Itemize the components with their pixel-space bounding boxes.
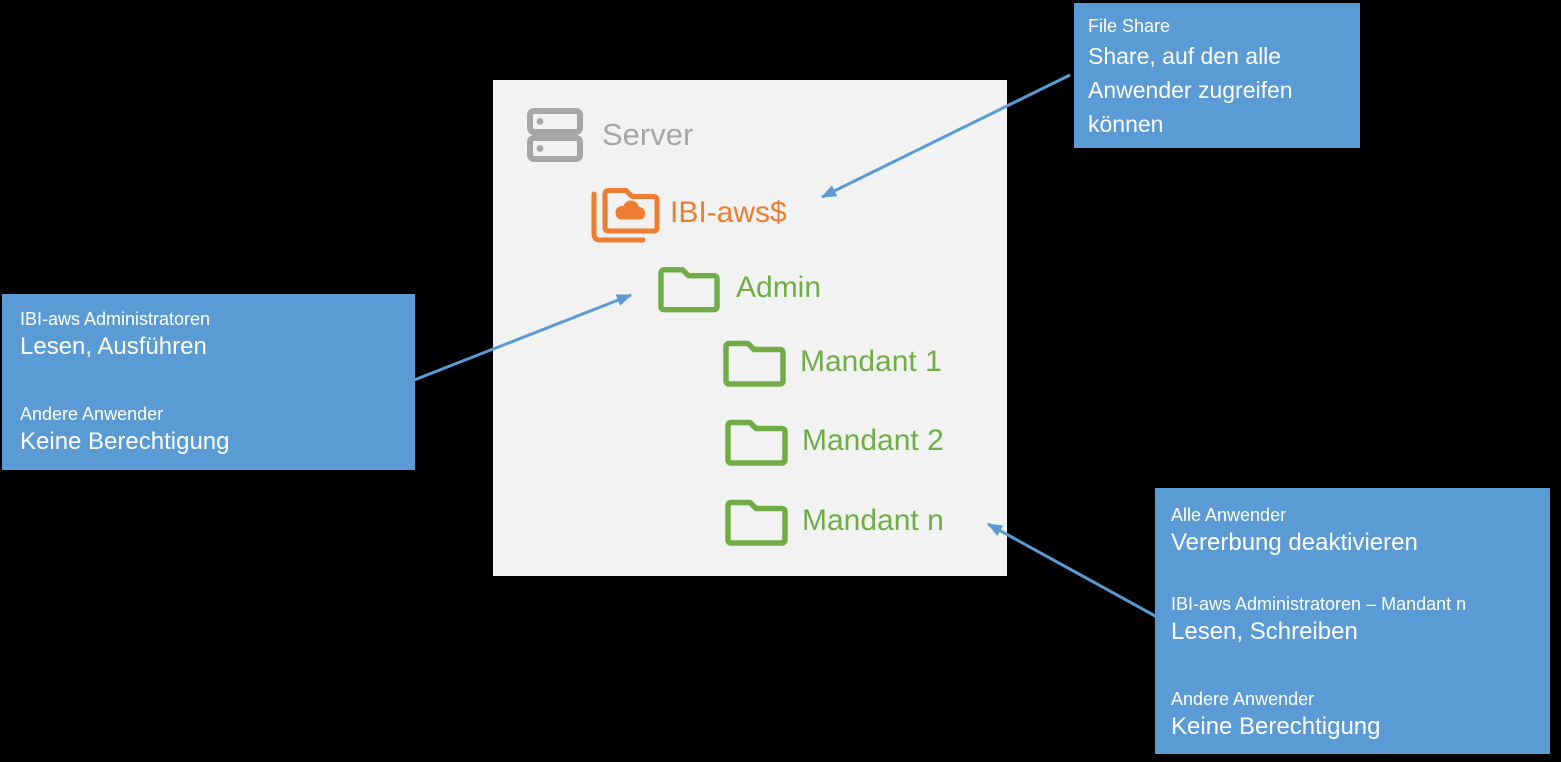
permission-group-title: Andere Anwender [1171, 689, 1315, 709]
callout-file-share-title: File Share [1088, 16, 1171, 36]
permission-group-value: Keine Berechtigung [20, 428, 230, 455]
server-panel: Server IBI-aws$ Admin [493, 80, 1007, 576]
permission-group-value: Vererbung deaktivieren [1171, 529, 1418, 556]
permission-group-value: Keine Berechtigung [1171, 713, 1381, 740]
share-label: IBI-aws$ [670, 196, 787, 229]
tree-item-mandant-2: Mandant 2 [725, 416, 944, 466]
folder-label-mandant-2: Mandant 2 [802, 424, 944, 457]
permission-group: Alle Anwender Vererbung deaktivieren [1171, 503, 1534, 558]
permission-group-title: Andere Anwender [20, 404, 164, 424]
folder-icon [723, 340, 786, 387]
server-label: Server [602, 117, 694, 152]
permission-group-title: Alle Anwender [1171, 505, 1287, 525]
callout-mandant-permissions: Alle Anwender Vererbung deaktivieren IBI… [1155, 488, 1550, 754]
tree-item-admin: Admin [658, 263, 821, 313]
tree-item-ibi-aws-share: IBI-aws$ [589, 181, 787, 245]
tree-item-mandant-1: Mandant 1 [723, 337, 942, 387]
permission-group: IBI-aws Administratoren Lesen, Ausführen [20, 307, 397, 362]
tree-item-server: Server [526, 106, 693, 164]
folder-label-admin: Admin [736, 271, 822, 304]
tree-item-mandant-n: Mandant n [725, 496, 944, 546]
folder-icon [725, 419, 788, 466]
shared-folder-cloud-icon [591, 188, 660, 243]
callout-file-share: File Share Share, auf den alle Anwender … [1074, 3, 1360, 148]
cloud-glyph [615, 200, 645, 220]
permission-group-title: IBI-aws Administratoren – Mandant n [1171, 594, 1467, 614]
arrow-mandant-permissions [987, 522, 1158, 619]
server-icon [527, 108, 583, 162]
permission-group: IBI-aws Administratoren – Mandant n Lese… [1171, 592, 1534, 647]
permission-group-title: IBI-aws Administratoren [20, 309, 211, 329]
permission-group-value: Lesen, Schreiben [1171, 618, 1358, 645]
folder-label-mandant-n: Mandant n [802, 504, 944, 537]
callout-admin-permissions: IBI-aws Administratoren Lesen, Ausführen… [2, 294, 415, 470]
permission-group: Andere Anwender Keine Berechtigung [1171, 687, 1534, 742]
permission-group: Andere Anwender Keine Berechtigung [20, 402, 397, 457]
callout-file-share-body: Share, auf den alle Anwender zugreifen k… [1088, 43, 1293, 137]
permission-group-value: Lesen, Ausführen [20, 333, 207, 360]
folder-icon [658, 267, 720, 313]
folder-icon [725, 499, 788, 546]
folder-label-mandant-1: Mandant 1 [800, 345, 942, 378]
